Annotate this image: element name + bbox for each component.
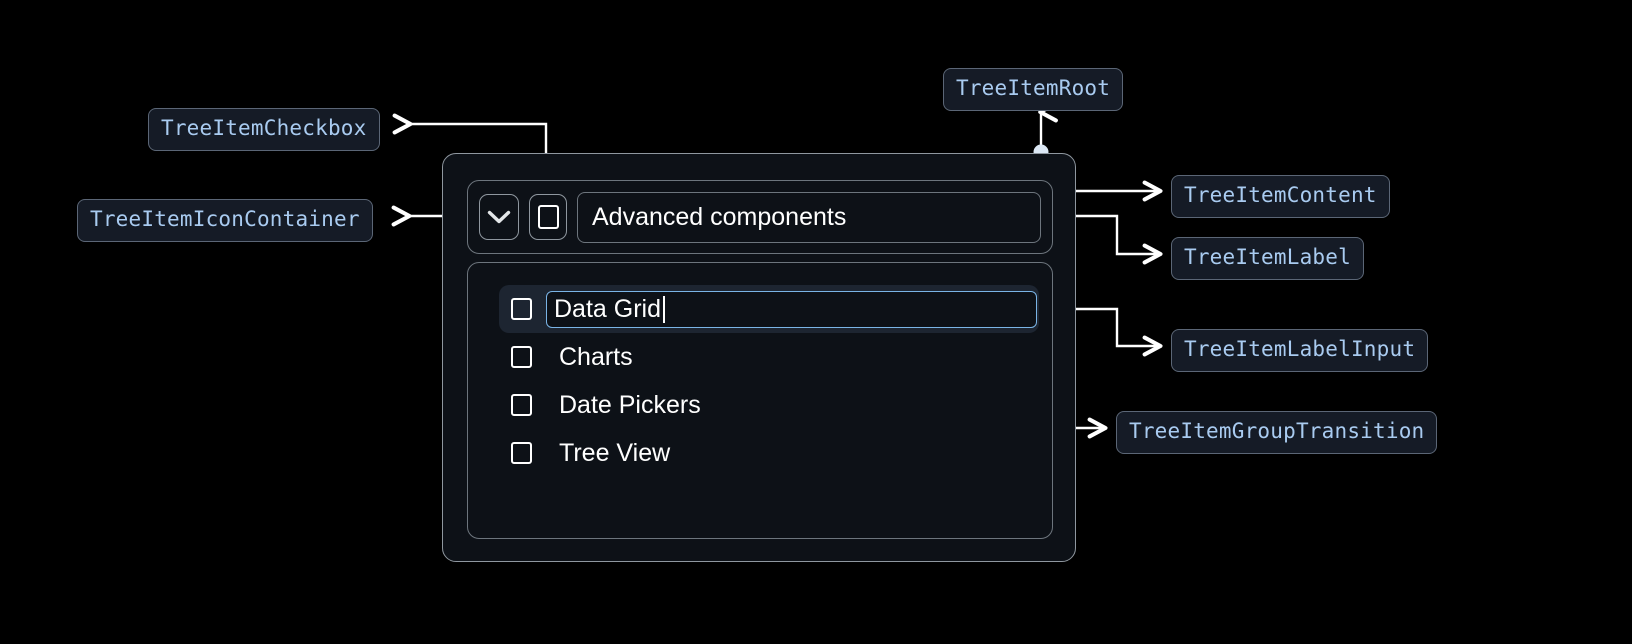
annotation-chip-tree-item-label-input: TreeItemLabelInput [1171,329,1429,372]
checkbox-unchecked-icon[interactable] [511,394,532,416]
tree-item-icon-container[interactable] [479,194,519,240]
annotation-chip-tree-item-label: TreeItemLabel [1171,237,1364,280]
annotation-chip-tree-item-root: TreeItemRoot [943,68,1124,111]
label-input-value: Data Grid [554,294,661,323]
tree-list-item[interactable]: Date Pickers [499,381,1039,429]
tree-item-checkbox[interactable] [529,194,567,240]
tree-item-group-transition: Data Grid Charts Date Pickers Tree View [467,262,1053,539]
tree-item-label: Tree View [559,438,671,467]
tree-list-item[interactable]: Data Grid [499,285,1039,333]
tree-list-item[interactable]: Tree View [499,429,1039,477]
tree-item-label: Date Pickers [559,390,701,419]
checkbox-unchecked-icon[interactable] [511,298,532,320]
tree-item-root[interactable]: Advanced components Data Grid Charts Dat… [442,153,1076,562]
annotation-chip-tree-item-group-transition: TreeItemGroupTransition [1116,411,1438,454]
tree-item-label-input[interactable]: Data Grid [546,290,1037,328]
checkbox-unchecked-icon[interactable] [511,346,532,368]
annotation-chip-tree-item-content: TreeItemContent [1171,175,1390,218]
annotation-chip-tree-item-icon-container: TreeItemIconContainer [77,199,373,242]
tree-item-label[interactable]: Advanced components [577,191,1041,243]
checkbox-unchecked-icon[interactable] [511,442,532,464]
tree-item-content[interactable]: Advanced components [467,180,1053,254]
text-caret [662,295,665,323]
checkbox-unchecked-icon [537,205,559,229]
chevron-down-icon [487,210,511,225]
annotation-chip-tree-item-checkbox: TreeItemCheckbox [148,108,380,151]
tree-list-item[interactable]: Charts [499,333,1039,381]
tree-item-label: Charts [559,342,633,371]
